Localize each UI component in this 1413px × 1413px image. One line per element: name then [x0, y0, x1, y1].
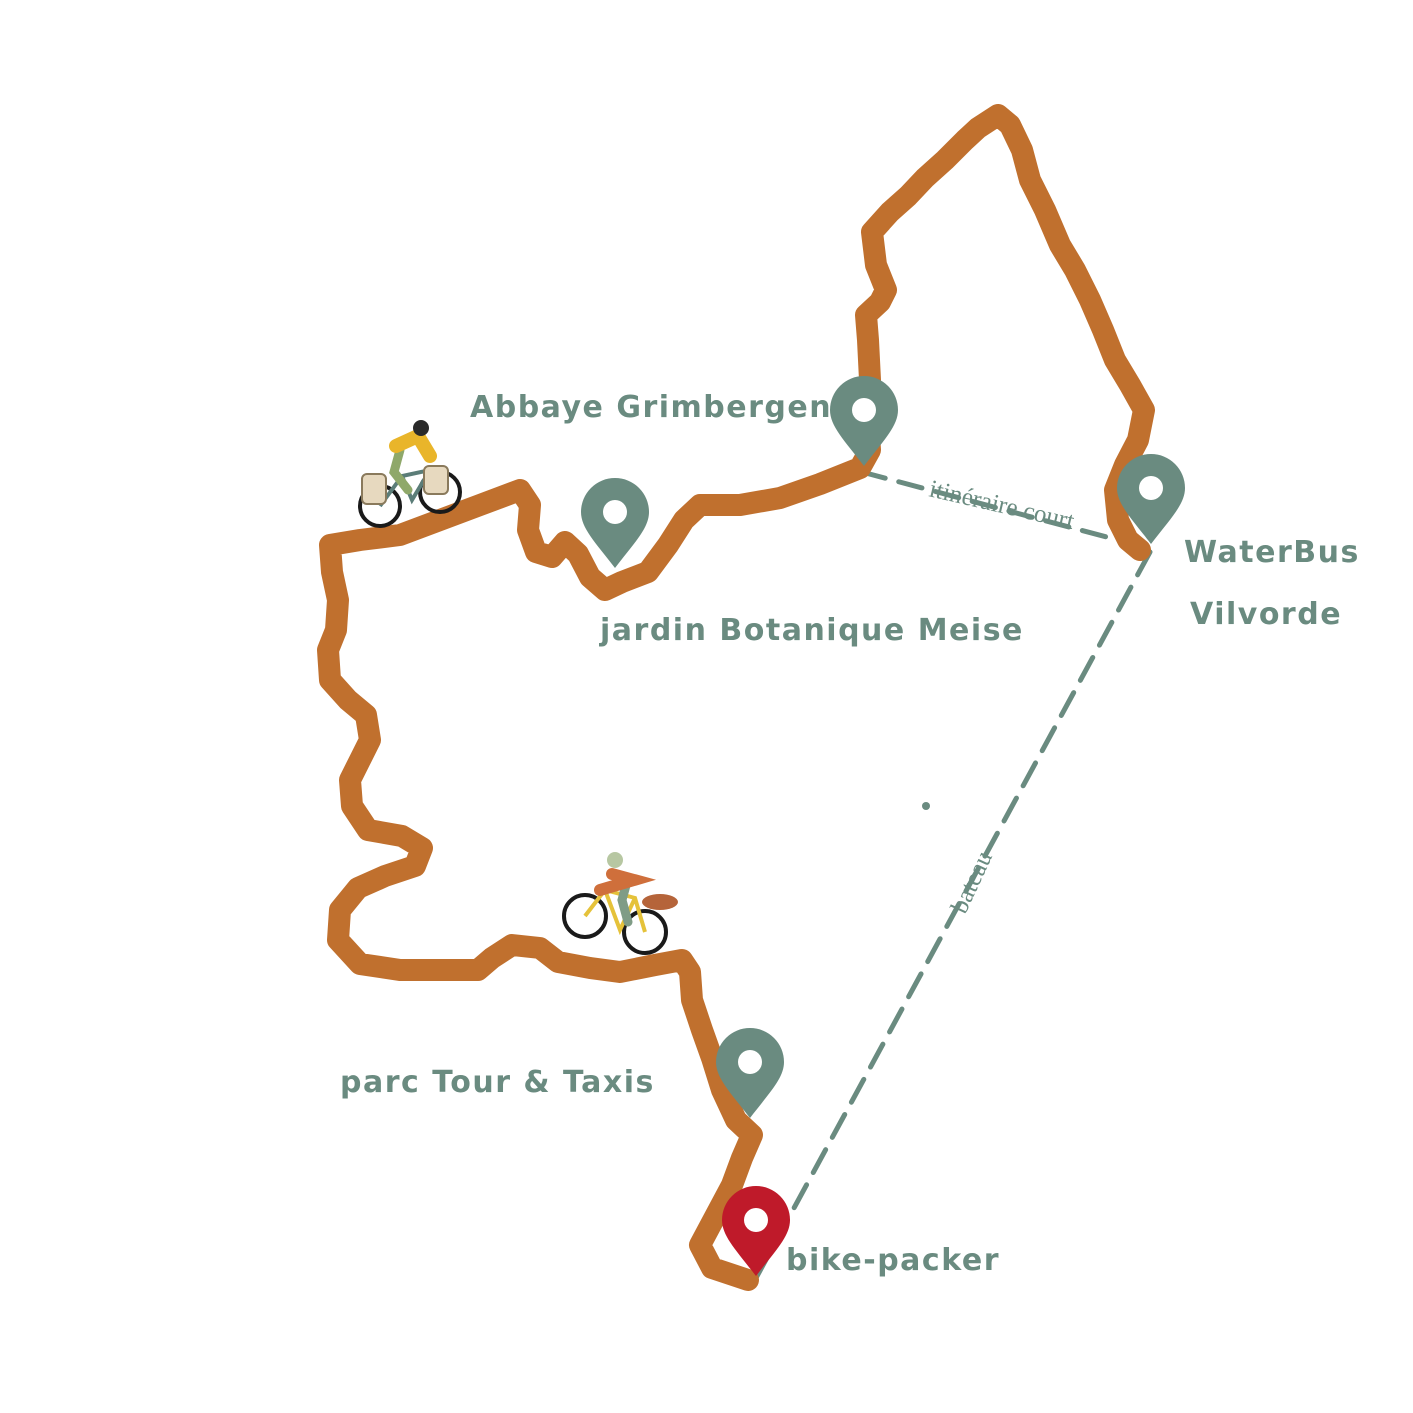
map-pin-icon[interactable]: [1117, 454, 1185, 544]
cycling-route-path: [317, 104, 1155, 1291]
label-abbaye-grimbergen: Abbaye Grimbergen: [470, 390, 832, 425]
label-jardin-botanique: jardin Botanique Meise: [599, 613, 1024, 648]
label-waterbus-line1: WaterBus: [1184, 535, 1360, 570]
map-pin-icon[interactable]: [581, 478, 649, 568]
note-boat: bateau: [946, 847, 998, 918]
map-pin-icon[interactable]: [716, 1028, 784, 1118]
map-dot: [922, 802, 930, 810]
boat-route-line: [753, 549, 1153, 1281]
map-pin-icon[interactable]: [722, 1186, 790, 1276]
map-pin-icon[interactable]: [830, 376, 898, 466]
short-route-line: [859, 469, 1151, 551]
label-bike-packer: bike-packer: [786, 1243, 1000, 1278]
label-waterbus-line2: Vilvorde: [1190, 597, 1342, 632]
label-parc-tour-taxis: parc Tour & Taxis: [340, 1065, 655, 1100]
cyclist-gravel-icon: [562, 852, 678, 955]
cyclist-touring-icon: [358, 420, 462, 528]
note-short-route: itinéraire court: [927, 476, 1077, 536]
